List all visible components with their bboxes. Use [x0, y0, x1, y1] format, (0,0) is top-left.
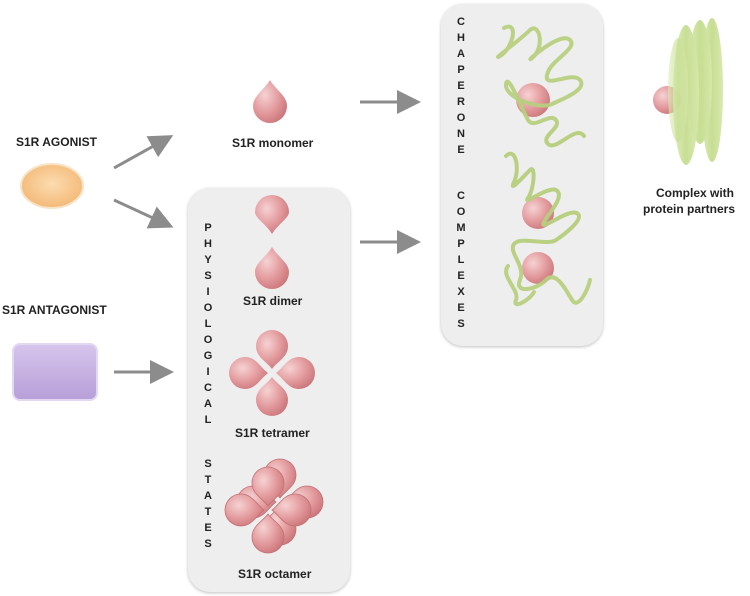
- complexes-vertical-text: COMPLEXESCOMPLEXES: [454, 188, 468, 332]
- chaperone-chains: [496, 24, 592, 307]
- chaperone-protomer-3: [522, 252, 554, 284]
- monomer-label: S1R monomer: [232, 136, 314, 150]
- arrows: [113, 90, 421, 384]
- octamer-shape: [224, 458, 324, 554]
- states-vertical-text: STATESSTATES: [201, 456, 215, 552]
- tetramer-label: S1R tetramer: [235, 426, 310, 440]
- agonist-shape: [20, 163, 84, 209]
- antagonist-label: S1R ANTAGONIST: [2, 303, 107, 317]
- arrow-agonist-to-monomer: [113, 135, 174, 170]
- dimer-label: S1R dimer: [243, 294, 303, 308]
- agonist-label: S1R AGONIST: [16, 135, 97, 149]
- chaperone-chain-2: [504, 151, 592, 307]
- chaperone-chain-1: [496, 24, 586, 148]
- complex-label-line2: protein partners: [643, 202, 736, 216]
- physiological-vertical-text: PHYSIOLOGICALPHYSIOLOGICAL: [201, 220, 215, 428]
- dimer-shape: [255, 195, 289, 289]
- antagonist-shape: [12, 343, 98, 401]
- complex-label-line1: Complex with: [656, 186, 735, 200]
- partner-complex: [653, 18, 723, 165]
- octamer-label: S1R octamer: [238, 567, 312, 581]
- chaperone-vertical-text: CHAPERONECHAPERONE: [454, 14, 468, 158]
- arrow-agonist-to-dimer: [113, 198, 174, 229]
- monomer-drop: [253, 80, 287, 123]
- tetramer-shape: [229, 330, 315, 416]
